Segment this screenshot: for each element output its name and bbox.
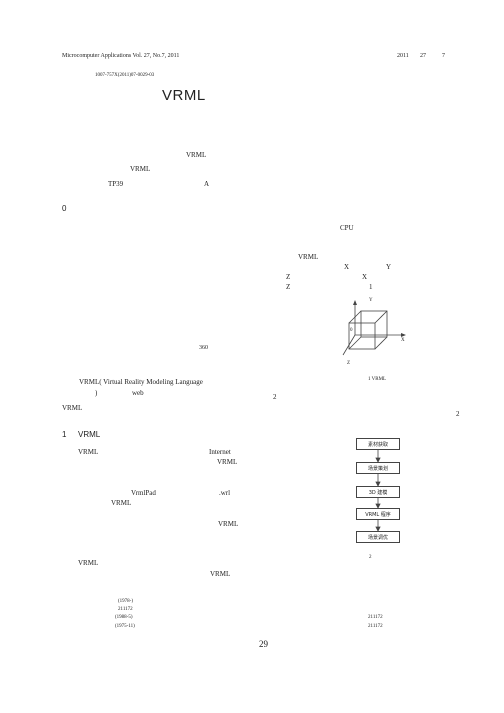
section-0-heading: 0 [62,204,67,213]
text-cpu: CPU [340,224,354,232]
abstract-vrml-1: VRML [186,151,207,159]
right-vrml: VRML [298,253,319,261]
page-number: 29 [259,639,268,649]
footnote-author-1: (1978-) [118,599,133,604]
header-year: 2011 [397,53,409,59]
figure-1-caption: 1 VRML [368,377,387,382]
figure-1-z-label: Z [347,361,351,366]
paper-title: VRML [162,87,206,104]
journal-header: Microcomputer Applications Vol. 27, No.7… [62,53,180,59]
flowchart-step-5: 场景调优 [356,531,400,543]
section-1-title: VRML [78,430,101,439]
abstract-vrml-2: VRML [130,165,151,173]
footnote-postcode-1: 211172 [118,607,133,612]
flowchart-arrows [375,450,381,532]
right-axis-z2: Z [286,283,291,291]
p4-vrml: VRML [78,559,99,567]
figure-1-origin-label: 0 [350,328,353,333]
footnote-postcode-2: 211172 [368,615,383,620]
p4-vrml-2: VRML [210,570,231,578]
text-vrml-a: VRML [62,404,83,412]
text-web: web [132,389,144,397]
p2-wrl: .wrl [219,489,231,497]
right-axis-x: X [344,263,350,271]
p1-vrml-2: VRML [217,458,238,466]
figure-1-x-label: X [401,338,405,343]
p3-vrml: VRML [218,520,239,528]
flowchart-step-1: 素材获取 [356,438,400,450]
section-2-number: 2 [456,410,460,418]
footnote-author-3: (1975-11) [115,624,135,629]
document-code: A [204,180,210,188]
section-1-number: 1 [62,430,67,439]
clc-number: TP39 [108,180,124,188]
vrml-fullname-line2: ) [95,389,98,397]
text-360: 360 [199,345,208,351]
p1-vrml: VRML [78,448,99,456]
right-axis-y: Y [386,263,392,271]
figure-2-caption: 2 [369,555,372,560]
article-id: 1007-757X(2011)07-0029-03 [95,73,155,78]
header-issue: 7 [442,53,445,59]
figure-1-cube-diagram [342,300,406,356]
right-fig-ref-1: 1 [369,283,373,291]
vrml-fullname-line1: VRML( Virtual Reality Modeling Language [79,378,203,386]
p1-internet: Internet [209,448,231,456]
p2-vrml: VRML [111,499,132,507]
right-ref-2: 2 [273,393,277,401]
right-axis-z1: Z [286,273,291,281]
footnote-author-2: (1988-5) [115,615,133,620]
p2-vrmlpad: VrmlPad [131,489,156,497]
footnote-postcode-3: 211172 [368,624,383,629]
figure-1-y-label: Y [369,298,373,303]
right-axis-x2: X [362,273,368,281]
header-volume: 27 [420,53,426,59]
